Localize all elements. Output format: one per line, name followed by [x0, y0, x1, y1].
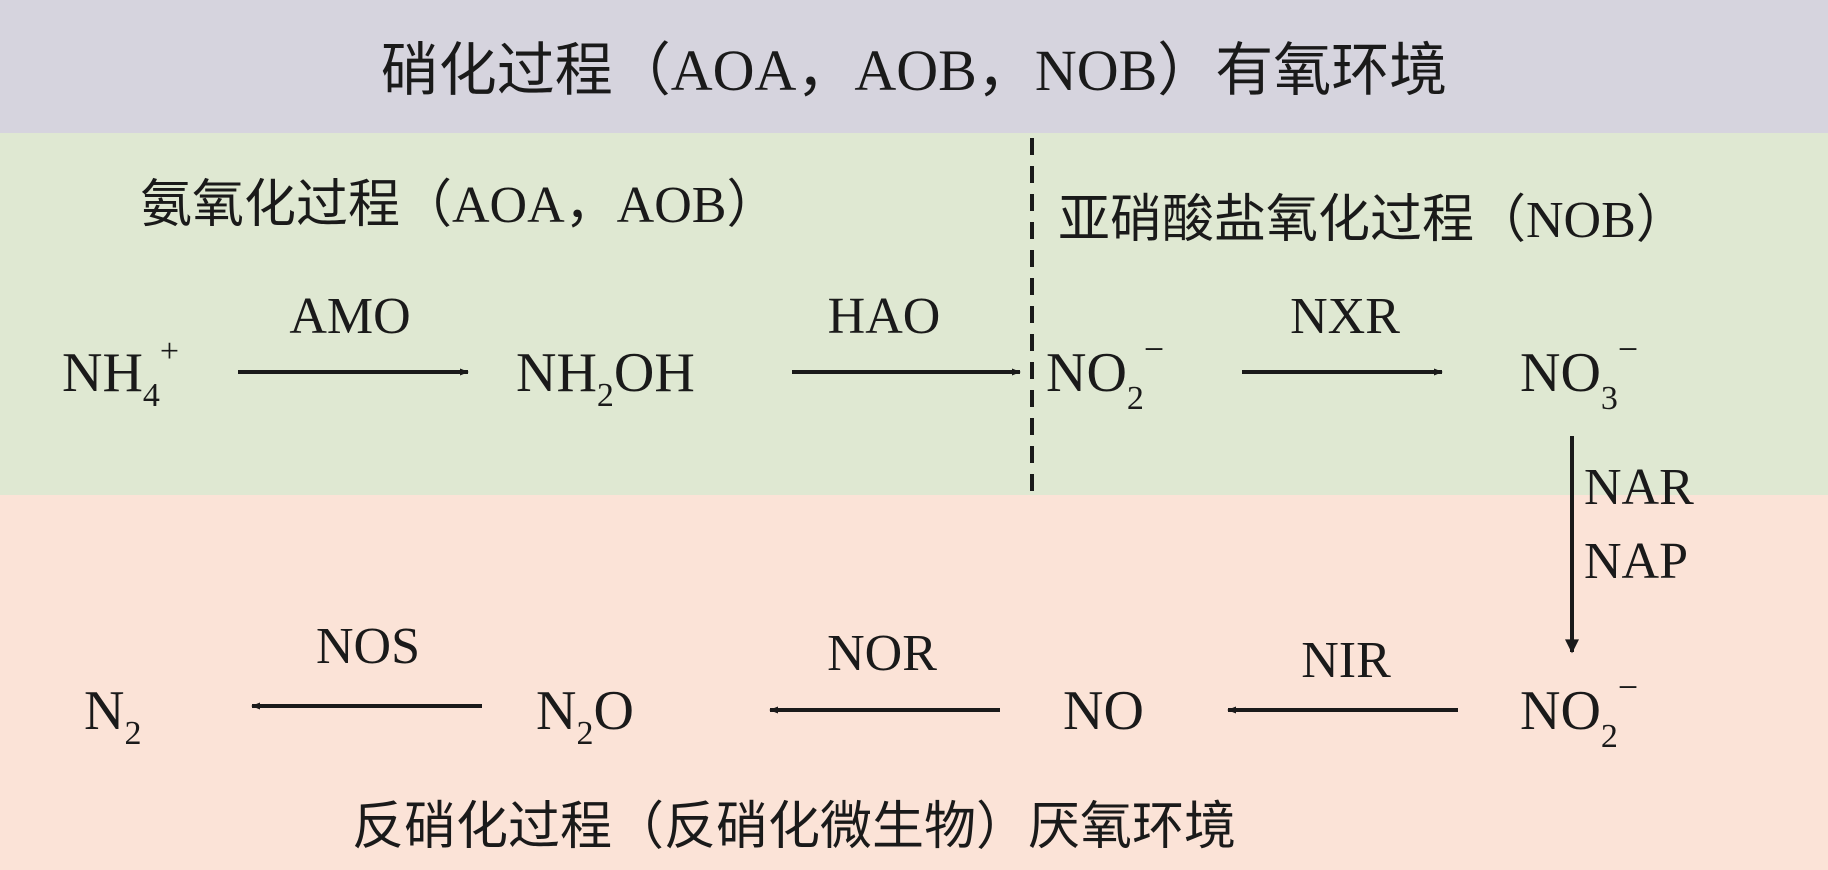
species-no2-lower: NO2−: [1520, 667, 1638, 755]
species-n2: N2: [84, 680, 141, 752]
enzyme-nir: NIR: [1301, 632, 1391, 689]
denitrification-band: [0, 495, 1828, 870]
species-no2-upper: NO2−: [1046, 329, 1164, 417]
nitrification-band: [0, 133, 1828, 495]
nitrite-oxidation-label: 亚硝酸盐氧化过程（NOB）: [1058, 192, 1688, 249]
species-no3: NO3−: [1520, 329, 1638, 417]
enzyme-amo: AMO: [289, 288, 410, 345]
species-n2o: N2O: [536, 680, 634, 752]
species-no: NO: [1063, 680, 1144, 742]
header-title: 硝化过程（AOA，AOB，NOB）有氧环境: [381, 38, 1448, 103]
enzyme-nxr: NXR: [1290, 288, 1400, 345]
enzyme-nap: NAP: [1584, 533, 1688, 590]
ammonia-oxidation-label: 氨氧化过程（AOA，AOB）: [140, 177, 778, 234]
enzyme-nor: NOR: [827, 625, 937, 682]
species-nh2oh: NH2OH: [516, 342, 695, 414]
denitrification-label: 反硝化过程（反硝化微生物）厌氧环境: [352, 799, 1236, 856]
enzyme-hao: HAO: [828, 288, 941, 345]
species-nh4: NH4+: [62, 333, 179, 414]
enzyme-nar: NAR: [1584, 459, 1694, 516]
header-band: [0, 0, 1828, 133]
enzyme-nos: NOS: [316, 618, 420, 675]
